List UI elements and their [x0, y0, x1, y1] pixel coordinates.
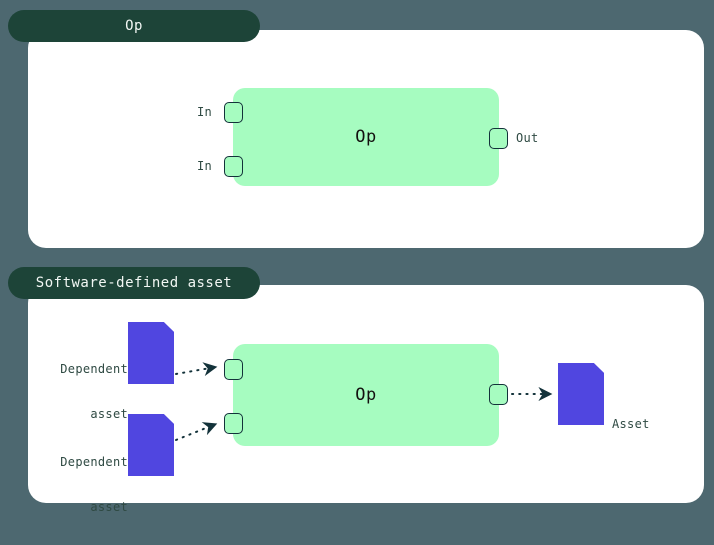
- dependent-asset-1-label-line-1: Dependent: [60, 362, 128, 376]
- op-output-port-1[interactable]: [489, 128, 508, 149]
- sda-output-port-1[interactable]: [489, 384, 508, 405]
- sda-op-node-label: Op: [355, 385, 377, 405]
- sda-op-node[interactable]: Op: [233, 344, 499, 446]
- op-input-port-1-label: In: [197, 105, 213, 119]
- asset-label: Asset: [612, 387, 692, 462]
- op-input-port-2[interactable]: [224, 156, 243, 177]
- op-input-port-1[interactable]: [224, 102, 243, 123]
- asset-label-line-1: Asset: [612, 417, 650, 431]
- sda-input-port-1[interactable]: [224, 359, 243, 380]
- dependent-asset-2-label-line-1: Dependent: [60, 455, 128, 469]
- panel-tab-software-defined-asset[interactable]: Software-defined asset: [8, 267, 260, 299]
- op-node-top[interactable]: Op: [233, 88, 499, 186]
- dependent-asset-1-label-line-2: asset: [90, 407, 128, 421]
- diagram-canvas: Op Op In In Out Software-defined asset O…: [8, 10, 704, 514]
- dependent-asset-2-label: Dependent asset: [38, 425, 128, 545]
- op-node-label: Op: [355, 127, 377, 147]
- op-output-port-1-label: Out: [516, 131, 539, 145]
- sda-input-port-2[interactable]: [224, 413, 243, 434]
- dependent-asset-2-document-icon[interactable]: [128, 414, 174, 476]
- dependent-asset-2-label-line-2: asset: [90, 500, 128, 514]
- panel-tab-op[interactable]: Op: [8, 10, 260, 42]
- dependent-asset-1-document-icon[interactable]: [128, 322, 174, 384]
- dependent-asset-1-label: Dependent asset: [38, 332, 128, 452]
- op-input-port-2-label: In: [197, 159, 213, 173]
- asset-document-icon[interactable]: [558, 363, 604, 425]
